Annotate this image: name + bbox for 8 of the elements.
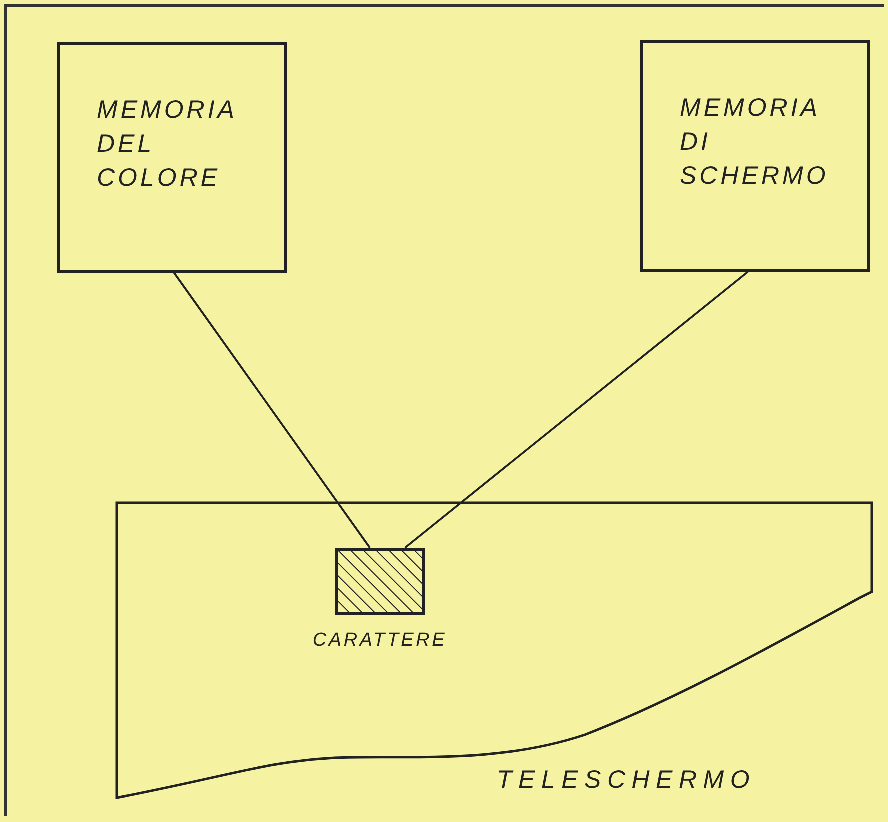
screen-label: TELESCHERMO bbox=[497, 765, 756, 796]
memory-box bbox=[57, 42, 287, 273]
connector-line bbox=[404, 271, 749, 549]
box-label: MEMORIA DEL COLORE bbox=[97, 95, 238, 194]
memory-box bbox=[640, 40, 870, 272]
connector-line bbox=[173, 272, 371, 549]
character-label: CARATTERE bbox=[312, 629, 448, 653]
box-label: MEMORIA DI SCHERMO bbox=[680, 93, 830, 192]
